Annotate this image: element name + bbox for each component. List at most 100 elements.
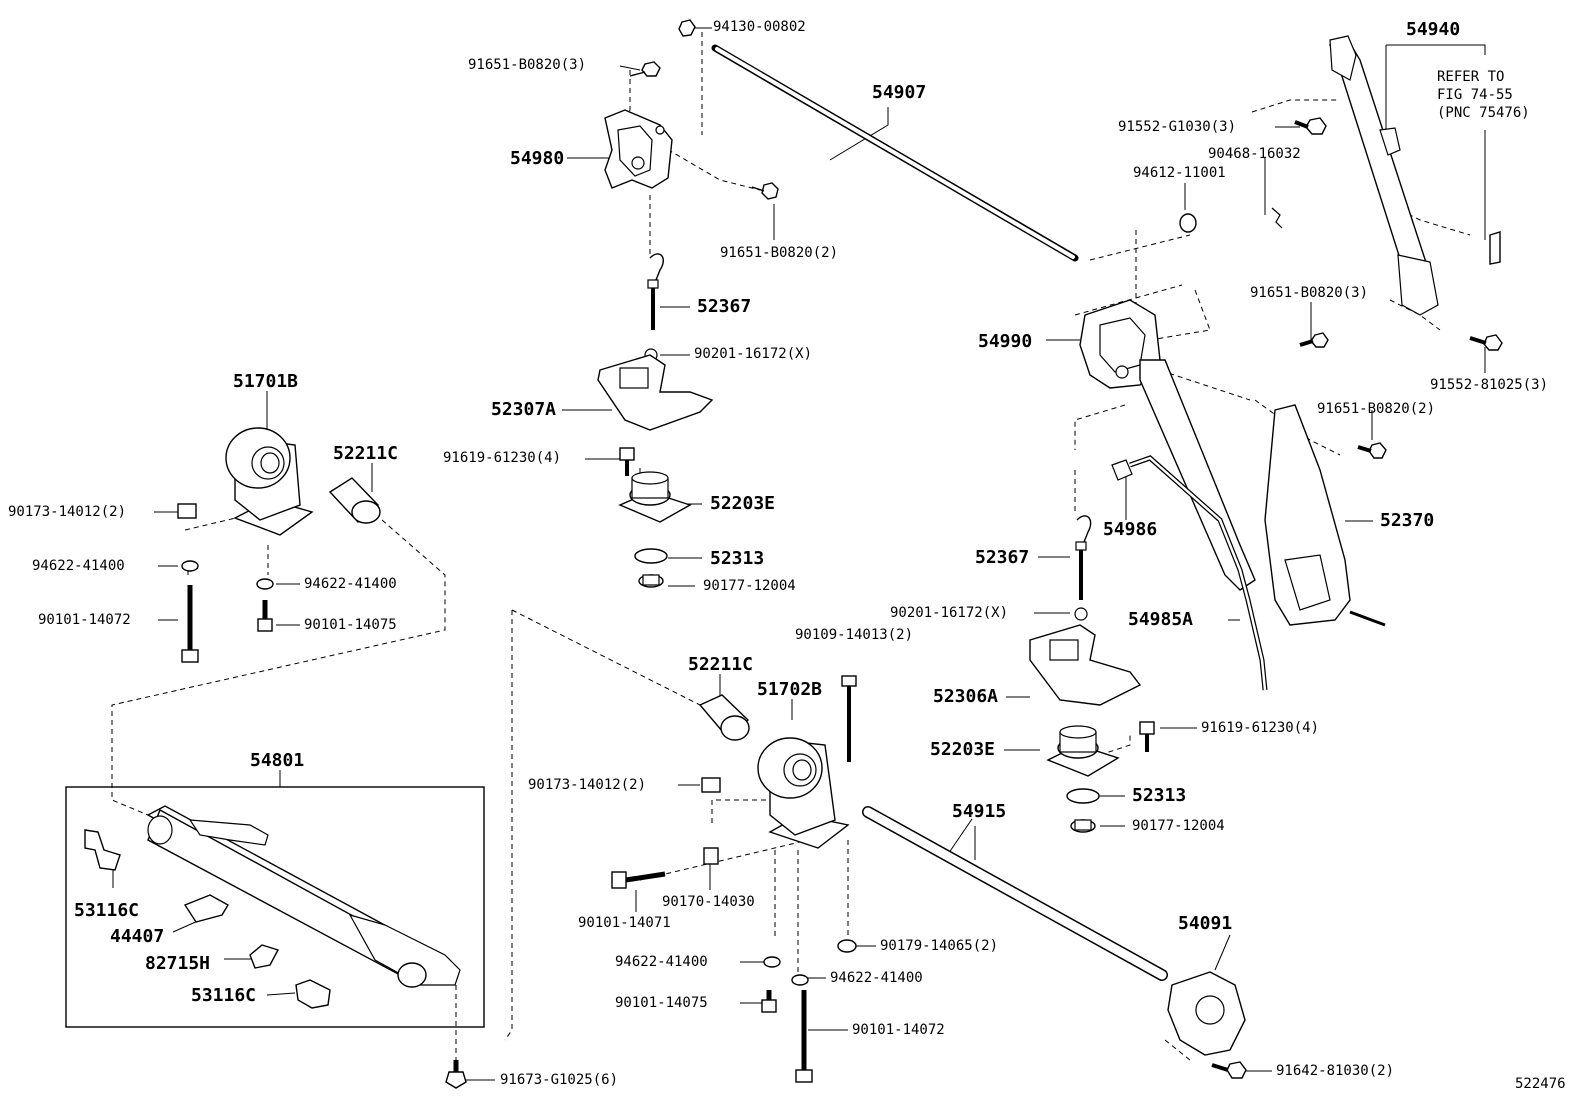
bolt-91673 (445, 1060, 467, 1089)
washer-52313-left (634, 548, 668, 564)
washer-94622-a (181, 560, 199, 572)
bolt-91619-left (619, 447, 635, 476)
label-52203e-a: 52203E (710, 493, 776, 514)
label-54990: 54990 (978, 331, 1033, 352)
bushing-52211c-right (698, 694, 750, 741)
leader-lines (112, 27, 1486, 1081)
hook-52367-right (1075, 515, 1092, 600)
refer-note-line-1: REFER TO (1437, 69, 1505, 85)
nut-90177-right (1070, 819, 1096, 833)
label-90170-14030: 90170-14030 (662, 894, 755, 910)
label-90201-16172-a: 90201-16172(X) (694, 346, 813, 362)
washer-94622-c (763, 956, 781, 968)
rod-54907 (711, 44, 1079, 262)
nut-94130 (678, 19, 696, 37)
label-91651-b0820-3-b: 91651-B0820(3) (1250, 285, 1369, 301)
label-91619-61230-a: 91619-61230(4) (443, 450, 562, 466)
label-90201-16172-b: 90201-16172(X) (890, 605, 1009, 621)
bolt-90101-14072-left (181, 585, 199, 663)
bolt-90109 (841, 675, 857, 762)
mount-51701b (225, 427, 314, 536)
label-52370: 52370 (1380, 510, 1435, 531)
bolt-91651-b0820-2 (751, 182, 779, 200)
label-90101-14072-b: 90101-14072 (852, 1022, 945, 1038)
mount-51702b (757, 737, 850, 849)
label-53116c-b: 53116C (191, 985, 257, 1006)
label-90177-12004-a: 90177-12004 (703, 578, 796, 594)
washer-94622-d (791, 974, 809, 986)
washer-52313-right (1066, 788, 1100, 804)
label-91651-b0820-3-a: 91651-B0820(3) (468, 57, 587, 73)
label-91552-g1030: 91552-G1030(3) (1118, 119, 1237, 135)
plate-52370 (1264, 404, 1386, 627)
label-90101-14071: 90101-14071 (578, 915, 671, 931)
lever-54980 (604, 109, 673, 189)
bolt-91642 (1211, 1061, 1247, 1079)
washer-94622-b (256, 578, 274, 590)
bolt-91552-81025 (1469, 334, 1503, 351)
mount-52203e-right (1046, 725, 1120, 777)
bushing-52211c-left (328, 477, 381, 524)
label-54980: 54980 (510, 148, 565, 169)
nut-90177-left (638, 574, 664, 588)
label-52313-b: 52313 (1132, 785, 1187, 806)
label-52313-a: 52313 (710, 548, 765, 569)
label-91651-b0820-2-b: 91651-B0820(2) (1317, 401, 1436, 417)
label-82715h: 82715H (145, 953, 211, 974)
bolt-90101-14072-right (795, 990, 813, 1083)
mount-52203e-left (618, 471, 692, 523)
bolt-91552-g1030 (1294, 117, 1327, 135)
label-52211c-a: 52211C (333, 443, 399, 464)
nut-90170 (703, 847, 719, 865)
bolt-91651-b0820-3-right (1299, 332, 1329, 348)
label-91673-g1025: 91673-G1025(6) (500, 1072, 619, 1088)
label-91619-61230-b: 91619-61230(4) (1201, 720, 1320, 736)
washer-94612 (1179, 213, 1197, 233)
label-52307a: 52307A (491, 399, 557, 420)
label-90468-16032: 90468-16032 (1208, 146, 1301, 162)
label-53116c-a: 53116C (74, 900, 140, 921)
label-52306a: 52306A (933, 686, 999, 707)
hook-52367-left (647, 253, 664, 330)
nut-90179 (837, 939, 857, 953)
label-52211c-b: 52211C (688, 654, 754, 675)
label-54985a: 54985A (1128, 609, 1194, 630)
bracket-44407 (183, 894, 229, 923)
label-94130-00802: 94130-00802 (713, 19, 806, 35)
clip-53116c-upper (84, 829, 121, 871)
label-90101-14075-a: 90101-14075 (304, 617, 397, 633)
label-54801: 54801 (250, 750, 305, 771)
bolt-90101-14075-right (761, 990, 777, 1013)
label-94622-41400-b: 94622-41400 (304, 576, 397, 592)
label-52367-a: 52367 (697, 296, 752, 317)
link-54986 (1111, 459, 1133, 481)
rod-54985a (1129, 455, 1268, 691)
bracket-52306a (1029, 624, 1142, 706)
label-44407: 44407 (110, 926, 165, 947)
bolt-90101-14071 (611, 871, 666, 889)
bracket-52307a (597, 354, 714, 431)
diagram-id: 522476 (1515, 1076, 1566, 1092)
label-94622-41400-d: 94622-41400 (830, 970, 923, 986)
label-51701b: 51701B (233, 371, 299, 392)
label-52367-b: 52367 (975, 547, 1030, 568)
label-94612-11001: 94612-11001 (1133, 165, 1226, 181)
label-91552-81025: 91552-81025(3) (1430, 377, 1549, 393)
bolt-91651-b0820-2-right (1357, 442, 1387, 459)
grip-54940 (1489, 231, 1501, 265)
label-54091: 54091 (1178, 913, 1233, 934)
label-90101-14075-b: 90101-14075 (615, 995, 708, 1011)
torsion-bar-54915 (862, 806, 1168, 981)
label-51702b: 51702B (757, 679, 823, 700)
label-54907: 54907 (872, 82, 927, 103)
clip-53116c-lower (295, 979, 331, 1009)
label-90101-14072-a: 90101-14072 (38, 612, 131, 628)
bolt-91619-right (1139, 721, 1155, 752)
label-90173-14012-b: 90173-14012(2) (528, 777, 647, 793)
lever-54940 (1329, 35, 1439, 316)
bolt-90101-14075-left (257, 600, 273, 632)
nut-90173-right (701, 777, 721, 793)
refer-note-line-3: (PNC 75476) (1437, 105, 1530, 122)
